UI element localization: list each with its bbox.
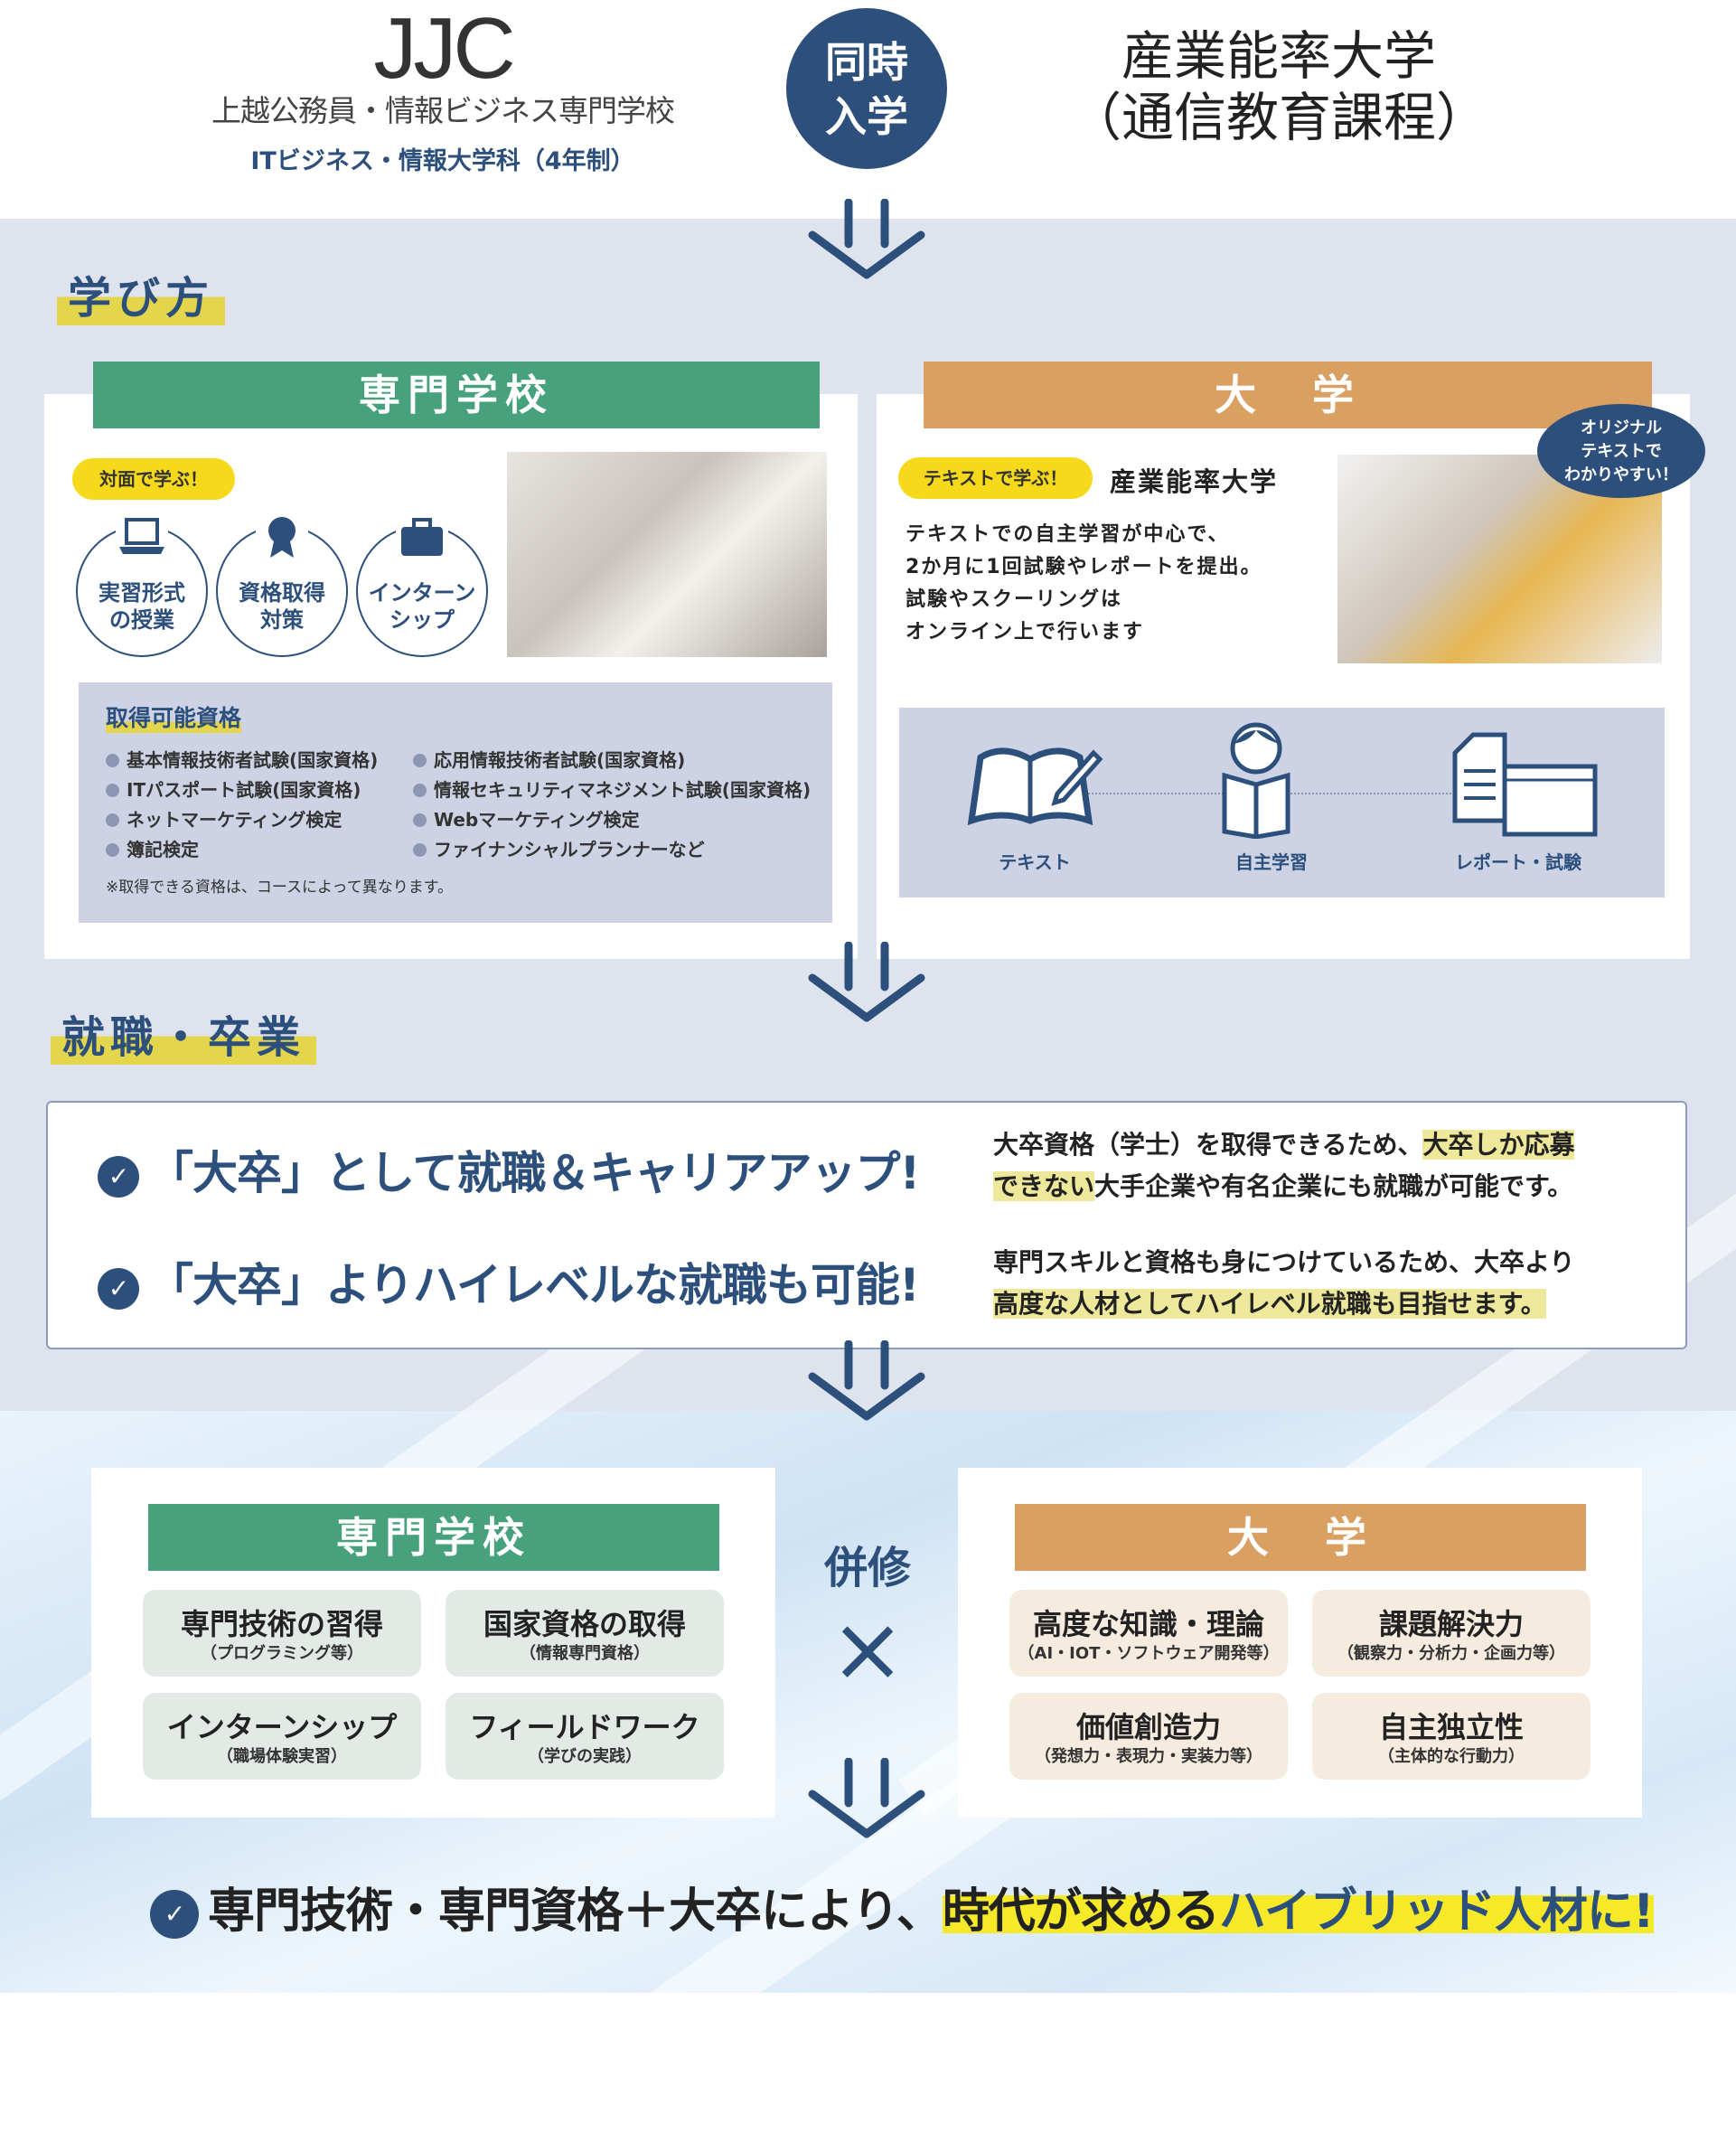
feature-qualification-prep: 資格取得対策 [216,514,348,657]
qualification-item: 簿記検定 [106,835,378,865]
down-arrow-icon [808,1340,925,1421]
conclusion-line: ✓専門技術・専門資格＋大卒により、時代が求めるハイブリッド人材に! [150,1873,1655,1940]
concurrent-study-label: 併修 [823,1543,911,1593]
step-label-text: テキスト [999,851,1071,873]
documents-icon [1452,732,1598,837]
career-description-1: 大卒資格（学士）を取得できるため、大卒しか応募 できない大手企業や有名企業にも就… [993,1130,1575,1201]
university-name: 産業能率大学 [1110,466,1279,497]
check-icon: ✓ [98,1267,139,1310]
strength-tile: 価値創造力（発想力・表現力・実装力等） [1009,1693,1288,1780]
qualification-item: ファイナンシャルプランナーなど [413,835,811,865]
feature-practical-classes: 実習形式の授業 [76,514,208,657]
check-icon: ✓ [150,1890,199,1939]
vocational-header: 専門学校 [93,362,820,428]
strength-tile: 専門技術の習得（プログラミング等） [143,1590,421,1677]
cross-icon: × [830,1596,906,1702]
down-arrow-icon [808,1758,925,1838]
vocational-strengths-header: 専門学校 [148,1504,719,1571]
qualifications-title: 取得可能資格 [106,700,242,733]
career-section-label: 就職・卒業 [51,1001,317,1065]
strength-tile: 高度な知識・理論（AI・IOT・ソフトウェア開発等） [1009,1590,1288,1677]
study-flow-box: テキスト 自主学習 レポート・試験 [899,708,1665,897]
qualifications-box: 取得可能資格 基本情報技術者試験(国家資格) ITパスポート試験(国家資格) ネ… [79,682,832,923]
school-name: 上越公務員・情報ビジネス専門学校 [211,93,675,128]
qualification-item: 基本情報技術者試験(国家資格) [106,746,378,775]
qualifications-note: ※取得できる資格は、コースによって異なります。 [106,879,453,897]
career-box: ✓「大卒」として就職＆キャリアアップ! ✓「大卒」よりハイレベルな就職も可能! … [46,1101,1687,1349]
career-headline-2: ✓「大卒」よりハイレベルな就職も可能! [98,1249,920,1314]
career-headline-1: ✓「大卒」として就職＆キャリアアップ! [98,1137,920,1202]
step-label-self-study: 自主学習 [1235,851,1308,873]
strength-tile: 課題解決力（観察力・分析力・企画力等） [1312,1590,1591,1677]
university-strengths-card: 大 学 高度な知識・理論（AI・IOT・ソフトウェア開発等） 課題解決力（観察力… [958,1468,1642,1818]
feature-internship: インターンシップ [356,514,488,657]
vocational-strengths-card: 専門学校 専門技術の習得（プログラミング等） 国家資格の取得（情報専門資格） イ… [91,1468,775,1818]
text-learning-pill: テキストで学ぶ！ [898,457,1093,499]
down-arrow-icon [808,199,925,279]
down-arrow-icon [808,942,925,1022]
jjc-logo: JJC [373,0,515,97]
briefcase-icon [396,514,448,559]
strength-tile: 国家資格の取得（情報専門資格） [446,1590,724,1677]
speech-bubble: オリジナル テキストで わかりやすい！ [1537,404,1705,498]
learning-section-label: 学び方 [57,262,226,325]
qualification-item: ネットマーケティング検定 [106,805,378,835]
qualification-item: Webマーケティング検定 [413,805,811,835]
book-pencil-icon [967,747,1103,826]
qualification-item: ITパスポート試験(国家資格) [106,775,378,805]
qualification-item: 応用情報技術者試験(国家資格) [413,746,811,775]
strength-tile: フィールドワーク（学びの実践） [446,1693,724,1780]
career-description-2: 専門スキルと資格も身につけているため、大卒より 高度な人材としてハイレベル就職も… [993,1247,1575,1319]
laptop-icon [116,514,168,559]
qualification-item: 情報セキュリティマネジメント試験(国家資格) [413,775,811,805]
strength-tile: 自主独立性（主体的な行動力） [1312,1693,1591,1780]
simultaneous-enrollment-badge: 同時入学 [786,8,947,169]
check-icon: ✓ [98,1155,139,1198]
step-label-report-exam: レポート・試験 [1455,851,1581,873]
medal-icon [256,514,308,559]
face-to-face-pill: 対面で学ぶ！ [72,458,235,500]
strength-tile: インターンシップ（職場体験実習） [143,1693,421,1780]
classroom-photo [507,452,827,657]
university-description: テキストでの自主学習が中心で、 2か月に1回試験やレポートを提出。 試験やスクー… [906,523,1262,644]
university-strengths-header: 大 学 [1015,1504,1586,1571]
university-header: 大 学 [924,362,1652,428]
reading-person-icon [1222,722,1290,839]
university-title: 産業能率大学（通信教育課程） [1068,25,1488,148]
department-name: ITビジネス・情報大学科（4年制） [250,147,635,175]
